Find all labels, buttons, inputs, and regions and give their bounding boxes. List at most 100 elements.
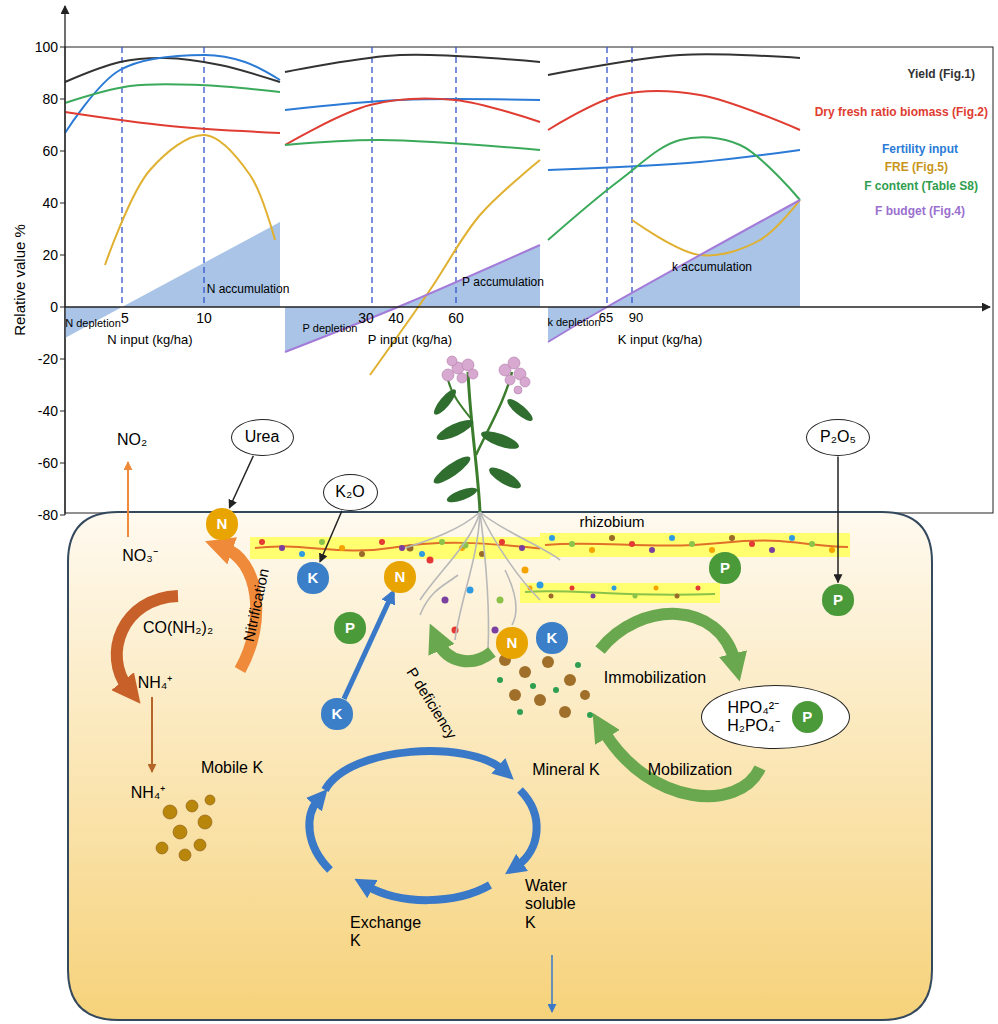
illustration-circle [198, 815, 212, 829]
text-label: 0 [50, 299, 58, 315]
illustration-path [420, 575, 458, 615]
microbe-dot [769, 547, 775, 553]
text-label: 40 [42, 195, 58, 211]
illustration-ellipse [505, 396, 536, 424]
text-label: 60 [42, 143, 58, 159]
text-label: Relative value % [11, 224, 28, 336]
microbe-dot [492, 627, 499, 634]
axis-tick [60, 411, 65, 412]
node-text: P [833, 591, 843, 608]
microbe-dot [669, 535, 675, 541]
axis-tick [60, 515, 65, 516]
arrow-connector [320, 511, 342, 562]
arrow-connector [229, 456, 253, 508]
illustration-circle [442, 369, 454, 381]
illustration-g [497, 654, 593, 718]
label-ellipse: K₂O [323, 474, 378, 511]
microbe-dot [399, 545, 405, 551]
node-text: P [802, 708, 812, 725]
microbe-dot [319, 539, 325, 545]
illustration-path [68, 512, 932, 1020]
microbe-dot [499, 539, 505, 545]
chart-curve [548, 91, 800, 130]
illustration-circle [520, 377, 530, 387]
node-text: K [547, 629, 558, 646]
text-label: Mobilization [648, 761, 732, 779]
chart-curve [285, 55, 540, 72]
nutrient-circle: N [496, 627, 527, 658]
nutrient-circle: K [536, 622, 567, 653]
text-label: P depletion [303, 322, 358, 335]
illustration-line [551, 955, 553, 1012]
microbe-dot [709, 547, 715, 553]
node-text: K [332, 705, 343, 722]
text-label: K input (kg/ha) [618, 333, 703, 348]
microbe-dot [633, 594, 638, 599]
illustration-path [545, 541, 848, 547]
text-label: N input (kg/ha) [107, 333, 192, 348]
illustration-path [600, 614, 735, 662]
illustration-ellipse [434, 416, 475, 444]
illustration-circle [179, 849, 191, 861]
illustration-path [480, 512, 560, 560]
label-ellipse: HPO₄²⁻ H₂PO₄⁻ P [701, 685, 850, 749]
illustration-rect [520, 583, 720, 603]
nutrient-circle: P [709, 552, 740, 583]
soil-particle [497, 677, 503, 683]
microbe-dot [654, 586, 659, 591]
text-label: -60 [38, 455, 58, 471]
text-label: F budget (Fig.4) [875, 205, 965, 219]
node-text: HPO₄²⁻ H₂PO₄⁻ [727, 699, 779, 736]
arrow-connector [837, 457, 839, 583]
text-label: CO(NH₂)₂ [143, 619, 213, 637]
illustration-path [438, 642, 492, 661]
illustration-g [405, 356, 560, 650]
illustration-circle [186, 800, 198, 812]
illustration-circle [163, 805, 177, 819]
microbe-dot [649, 547, 655, 553]
text-label: Immobilization [604, 669, 706, 687]
text-label: 80 [42, 91, 58, 107]
nutrient-circle: K [297, 562, 328, 593]
illustration-path [420, 512, 480, 600]
axis-tick [60, 255, 65, 256]
node-text: N [507, 634, 518, 651]
node-text: K [308, 569, 319, 586]
microbe-dot [675, 594, 680, 599]
microbe-dot [689, 541, 695, 547]
microbe-dot [612, 586, 617, 591]
text-label: Mobile K [201, 759, 263, 777]
text-label: 5 [121, 310, 129, 326]
axis-tick [60, 463, 65, 464]
node-text: P [720, 559, 730, 576]
chart-curve [548, 54, 800, 75]
nutrient-circle: P [822, 584, 853, 615]
text-label: -20 [38, 351, 58, 367]
text-label: 60 [448, 310, 464, 326]
node-text: K₂O [335, 483, 364, 501]
axis-tick [60, 307, 65, 308]
soil-particle [575, 662, 581, 668]
microbe-dot [569, 541, 575, 547]
text-label: -80 [38, 507, 58, 523]
text-label: Mineral K [532, 761, 600, 779]
soil-particle [587, 712, 593, 718]
illustration-line [371, 47, 372, 307]
text-label: 100 [35, 39, 58, 55]
text-label: N depletion [65, 317, 121, 330]
text-label: F content (Table S8) [864, 180, 978, 194]
illustration-ellipse [445, 485, 478, 505]
soil-particle [530, 683, 536, 689]
label-ellipse: Urea [231, 419, 294, 456]
illustration-g [442, 356, 530, 394]
soil-particle [509, 689, 521, 701]
axis-tick [60, 359, 65, 360]
microbe-dot [359, 551, 365, 557]
text-label: N accumulation [207, 283, 290, 297]
microbe-dot [549, 535, 555, 541]
text-label: 65 [599, 311, 613, 326]
microbe-dot [749, 541, 755, 547]
microbe-dot [789, 535, 795, 541]
text-label: 90 [629, 311, 643, 326]
